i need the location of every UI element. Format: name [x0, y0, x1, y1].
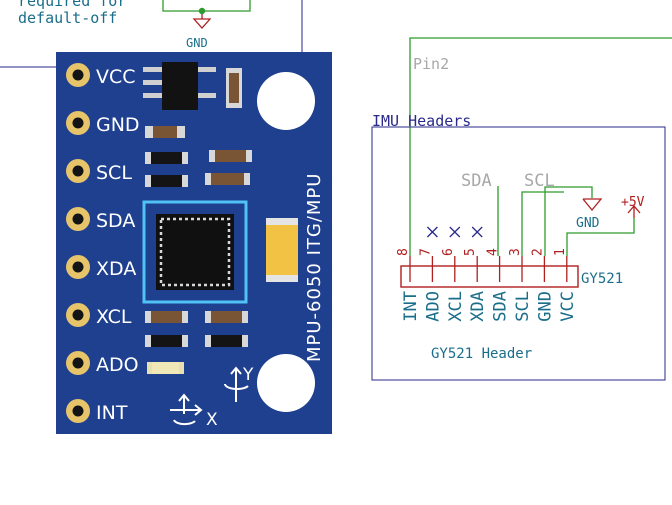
mpu6050-chip [142, 200, 248, 304]
pin-number-6: 6 [441, 248, 456, 256]
top-gnd-symbol: GND [162, 0, 251, 50]
pin-name-int: INT [401, 291, 421, 322]
board-label-int: INT [96, 402, 128, 424]
imu-headers-title: IMU Headers [372, 112, 471, 130]
no-connect-icon [471, 226, 483, 238]
top-wire [162, 0, 251, 12]
pin-number-4: 4 [486, 248, 501, 256]
gnd-wire [544, 186, 593, 256]
gnd-symbol: GND [576, 198, 603, 231]
pad-int [66, 399, 90, 423]
pin-name-vcc: VCC [558, 291, 578, 322]
pad-gnd [66, 111, 90, 135]
pin-name-xda: XDA [468, 291, 488, 322]
voltage-regulator [143, 62, 216, 110]
pin-name-gnd: GND [535, 291, 555, 322]
imu-headers-schematic: Pin2 IMU Headers SDA SCL GND +5V GY521 G… [371, 37, 672, 381]
pad-xda [66, 255, 90, 279]
board-label-ado: ADO [96, 354, 139, 376]
ground-icon [582, 198, 603, 212]
pin-number-5: 5 [463, 248, 478, 256]
gy521-board-image: VCC GND SCL SDA XDA XCL ADO INT [56, 52, 332, 434]
pin-number-3: 3 [508, 248, 523, 256]
pad-ado [66, 351, 90, 375]
no-connect-icon [449, 226, 461, 238]
note-line-2: default-off [18, 9, 117, 27]
net-label-pin2: Pin2 [413, 55, 449, 73]
vcc-power-label: +5V [621, 195, 645, 210]
axis-y-label: Y [242, 365, 254, 385]
axis-arrows-icon [170, 366, 249, 426]
pad-xcl [66, 303, 90, 327]
pin2-net-wire [409, 37, 672, 256]
board-label-sda: SDA [96, 210, 135, 232]
pin-number-7: 7 [418, 248, 433, 256]
board-label-gnd: GND [96, 114, 140, 136]
power-arrow-icon [627, 205, 641, 214]
pad-scl [66, 159, 90, 183]
board-chip-label: MPU-6050 ITG/MPU [304, 173, 325, 362]
connector-ref-label: GY521 [581, 271, 623, 287]
vcc-wire [566, 218, 635, 256]
pin-name-scl: SCL [513, 291, 533, 322]
vcc-symbol: +5V [621, 195, 645, 218]
top-note: required for default-off [18, 0, 126, 27]
junction-dot [198, 7, 206, 15]
board-label-xda: XDA [96, 258, 136, 280]
pad-vcc [66, 63, 90, 87]
no-connect-icon [426, 226, 438, 238]
board-label-vcc: VCC [96, 66, 136, 88]
note-line-1: required for [18, 0, 126, 10]
pin-number-8: 8 [396, 248, 411, 256]
crystal-component [266, 218, 298, 282]
top-gnd-label: GND [186, 36, 208, 50]
gnd-power-label: GND [576, 216, 600, 231]
gnd-symbol-icon [192, 18, 212, 29]
pad-sda [66, 207, 90, 231]
imu-headers-box [371, 126, 666, 381]
board-label-xcl: XCL [96, 306, 132, 328]
mounting-hole-bottom [257, 354, 315, 412]
mounting-hole-top [257, 72, 315, 130]
scl-wire [521, 191, 564, 256]
smd-components [145, 68, 298, 374]
pin-name-sda: SDA [491, 291, 511, 322]
pin-number-2: 2 [530, 248, 545, 256]
pin-labels: VCC GND SCL SDA XDA XCL ADO INT [96, 66, 140, 424]
axis-x-label: X [206, 410, 218, 430]
connector-value-label: GY521 Header [431, 346, 532, 362]
net-label-sda: SDA [461, 171, 492, 191]
pin-name-ado: ADO [423, 291, 443, 322]
pin-number-1: 1 [553, 248, 568, 256]
board-label-scl: SCL [96, 162, 132, 184]
net-label-scl: SCL [524, 171, 555, 191]
pin-pads [66, 63, 90, 423]
pin-name-xcl: XCL [446, 291, 466, 322]
connector-body [400, 265, 579, 288]
